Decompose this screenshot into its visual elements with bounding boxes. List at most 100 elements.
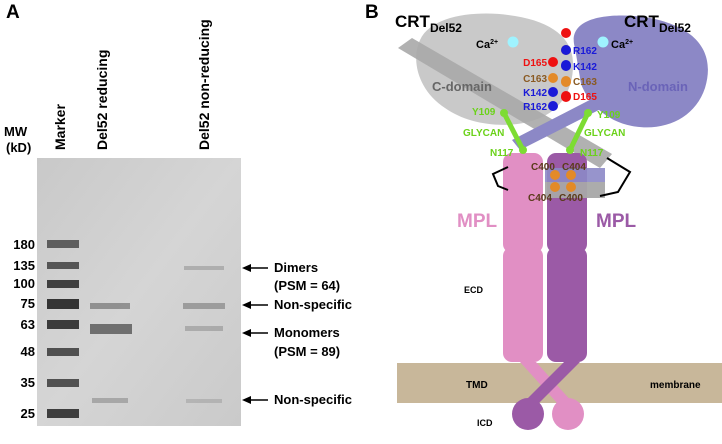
panel-a-letter: A: [6, 2, 20, 23]
tmd-right-helix: [522, 362, 580, 404]
c-domain-label: C-domain: [432, 79, 492, 94]
residue-dot-k142-left: [548, 87, 558, 97]
residue-dot-d165-left: [561, 28, 571, 38]
membrane-label: membrane: [650, 380, 701, 391]
mw-label: MW: [4, 124, 28, 139]
residue-dot-r162-right: [561, 45, 571, 55]
mpl-left-upper: [503, 153, 543, 253]
glycan-right: GLYCAN: [584, 128, 625, 139]
mpl-left-label: MPL: [457, 211, 498, 232]
glycan-end-left-top: [500, 109, 508, 117]
panel-a: A Marker Del52 reducing Del52 non-reduci…: [4, 2, 352, 426]
lane-label-nonreducing: Del52 non-reducing: [196, 19, 212, 150]
glycan-left: GLYCAN: [463, 128, 504, 139]
ca-right-label: Ca2+: [611, 39, 633, 51]
residue-dot-k142-right: [561, 61, 571, 71]
crt-arm-purple: [512, 70, 658, 150]
mw-tick-35: 35: [21, 375, 35, 390]
ecd-label: ECD: [464, 285, 484, 295]
lane-label-reducing: Del52 reducing: [94, 50, 110, 150]
mpl-left-receptor: [503, 153, 543, 362]
y109-right: Y109: [597, 110, 621, 121]
c-domain-shape: [416, 13, 574, 125]
residue-r162-left: R162: [523, 102, 547, 113]
cys-c404-top: C404: [562, 162, 586, 173]
nonreducing-lane: [183, 266, 225, 403]
cys-dot-1: [550, 170, 560, 180]
arrow-dimers: [242, 264, 251, 272]
label-nonspecific-upper: Non-specific: [274, 297, 352, 312]
label-nonspecific-lower: Non-specific: [274, 392, 352, 407]
ca-left-label: Ca2+: [476, 39, 498, 51]
crt-right-title: CRTDel52: [624, 12, 691, 35]
residue-c163-right: C163: [573, 77, 597, 88]
panel-b-letter: B: [365, 2, 379, 23]
glycan-end-left-bottom: [519, 146, 527, 154]
residue-dot-d165-left-b: [548, 57, 558, 67]
mpl-left-lower: [503, 247, 543, 362]
ca-ion-left: [507, 36, 519, 48]
mw-ticks: 180 135 100 75 63 48 35 25: [13, 237, 35, 421]
residue-d165-left: D165: [523, 58, 547, 69]
lane-label-marker: Marker: [52, 104, 68, 150]
mw-tick-100: 100: [13, 276, 35, 291]
gel-annotations: Dimers (PSM = 64) Non-specific Monomers …: [242, 260, 352, 407]
mw-unit-label: (kD): [6, 140, 31, 155]
mw-tick-180: 180: [13, 237, 35, 252]
n117-right: N117: [580, 148, 604, 159]
tmd-label: TMD: [466, 380, 488, 391]
glycan-end-right-top: [584, 109, 592, 117]
ladder-band: [47, 262, 79, 269]
mw-tick-135: 135: [13, 258, 35, 273]
reducing-lane: [90, 303, 132, 403]
residue-dot-d165-right: [561, 91, 571, 101]
residue-dot-c163-left-b: [548, 73, 558, 83]
ca-ion-right: [597, 36, 609, 48]
panel-b: B TMD membrane CRTDel52 CRTDel52 Ca2+ Ca…: [365, 2, 722, 430]
ladder-band: [47, 379, 79, 387]
mpl-right-lower: [547, 247, 587, 362]
icd-left-blob: [512, 398, 544, 430]
cys-c404-bottom: C404: [528, 193, 552, 204]
residue-dot-r162-left: [548, 101, 558, 111]
arrow-nonspecific-upper: [242, 301, 251, 309]
arrow-monomers: [242, 329, 251, 337]
reducing-band-lower: [92, 398, 128, 403]
crt-left-title: CRTDel52: [395, 12, 462, 35]
ladder-band: [47, 348, 79, 356]
outline-right: [599, 157, 632, 197]
residue-k142-left: K142: [523, 88, 547, 99]
mpl-right-label: MPL: [596, 211, 637, 232]
cys-dot-3: [550, 182, 560, 192]
label-monomers-psm: (PSM = 89): [274, 344, 340, 359]
ladder-band: [47, 280, 79, 288]
outline-left: [491, 166, 509, 191]
glycan-line-left: [501, 110, 526, 153]
icd-label: ICD: [477, 418, 493, 428]
cys-c400-bottom: C400: [559, 193, 583, 204]
nonreducing-band-dimer: [184, 266, 224, 270]
nonreducing-band-lower: [186, 399, 222, 403]
glycan-line-right: [567, 110, 591, 153]
ladder-band: [47, 320, 79, 329]
reducing-band-nonspecific: [90, 303, 130, 309]
mw-tick-48: 48: [21, 344, 35, 359]
nonreducing-band-monomer: [185, 326, 223, 331]
reducing-band-monomer: [90, 324, 132, 334]
icd-right-blob: [552, 398, 584, 430]
nonreducing-band-nonspecific: [183, 303, 225, 309]
y109-left: Y109: [472, 107, 496, 118]
crt-arm-gray: [398, 38, 612, 168]
arrow-nonspecific-lower: [242, 396, 251, 404]
residue-dot-c163-right: [561, 76, 571, 86]
cys-dot-4: [566, 182, 576, 192]
ladder-band: [47, 299, 79, 309]
marker-ladder: [47, 240, 79, 418]
ladder-band: [47, 240, 79, 248]
residue-c163-left: C163: [523, 74, 547, 85]
mw-tick-25: 25: [21, 406, 35, 421]
ladder-band: [47, 409, 79, 418]
label-dimers: Dimers: [274, 260, 318, 275]
label-dimers-psm: (PSM = 64): [274, 278, 340, 293]
